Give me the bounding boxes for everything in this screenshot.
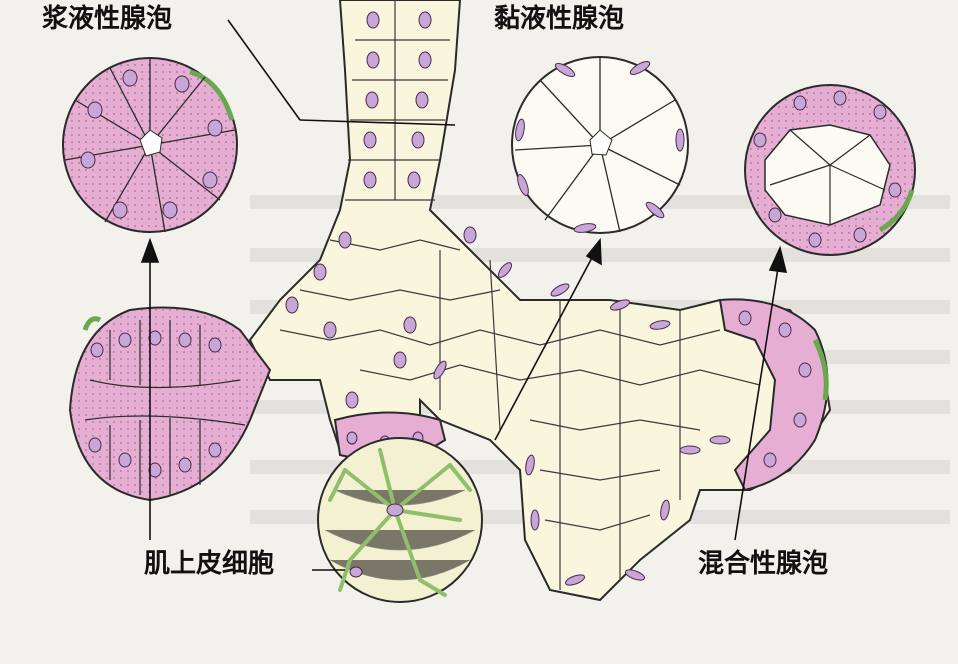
- label-mixed-acinus: 混合性腺泡: [694, 547, 832, 581]
- serous-branch-left: [70, 308, 270, 501]
- label-serous-acinus: 浆液性腺泡: [38, 2, 176, 36]
- label-mucous-acinus: 黏液性腺泡: [490, 2, 628, 36]
- serous-acinus: [63, 58, 237, 232]
- mucous-acinus: [512, 57, 688, 234]
- mixed-acinus-top: [745, 85, 915, 255]
- label-myoepithelial-cell: 肌上皮细胞: [140, 547, 278, 581]
- myoepithelial-acinus: [318, 438, 482, 602]
